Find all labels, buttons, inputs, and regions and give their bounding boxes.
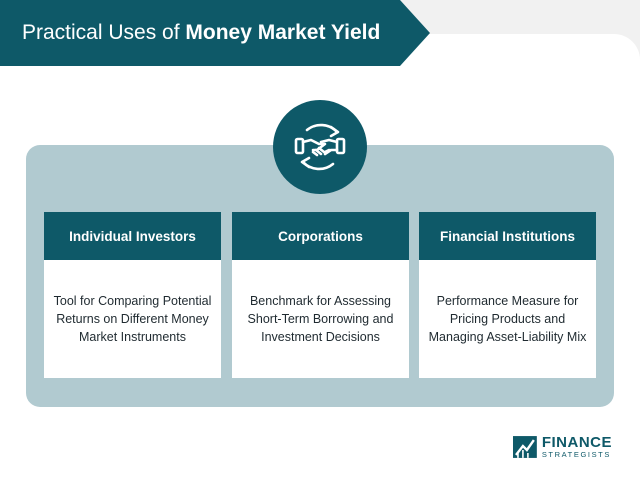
hub-icon-circle	[273, 100, 367, 194]
logo-sub-text: STRATEGISTS	[541, 450, 611, 460]
cycle-arrow-top-head	[329, 125, 340, 138]
handshake-cycle-icon	[294, 123, 346, 171]
logo-mark-icon	[512, 436, 537, 458]
right-cuff	[335, 137, 346, 155]
card-body: Performance Measure for Pricing Products…	[419, 260, 596, 378]
card-heading: Financial Institutions	[419, 212, 596, 260]
page-title: Practical Uses of Money Market Yield	[22, 21, 380, 45]
card-body: Tool for Comparing Potential Returns on …	[44, 260, 221, 378]
left-cuff	[294, 137, 305, 155]
title-bold: Money Market Yield	[185, 21, 381, 44]
card-heading: Corporations	[232, 212, 409, 260]
cycle-arrow-bottom-head	[300, 156, 311, 169]
card-corporations: Corporations Benchmark for Assessing Sho…	[232, 212, 409, 378]
title-prefix: Practical Uses of	[22, 21, 180, 44]
logo-main-text: FINANCE	[541, 434, 612, 452]
card-financial-institutions: Financial Institutions Performance Measu…	[419, 212, 596, 378]
title-banner: Practical Uses of Money Market Yield	[0, 0, 430, 66]
fingers	[311, 146, 331, 157]
right-hand	[319, 138, 339, 144]
finance-strategists-logo: FINANCE STRATEGISTS	[512, 432, 612, 462]
right-palm	[323, 148, 339, 156]
card-heading: Individual Investors	[44, 212, 221, 260]
card-individual-investors: Individual Investors Tool for Comparing …	[44, 212, 221, 378]
card-body: Benchmark for Assessing Short-Term Borro…	[232, 260, 409, 378]
